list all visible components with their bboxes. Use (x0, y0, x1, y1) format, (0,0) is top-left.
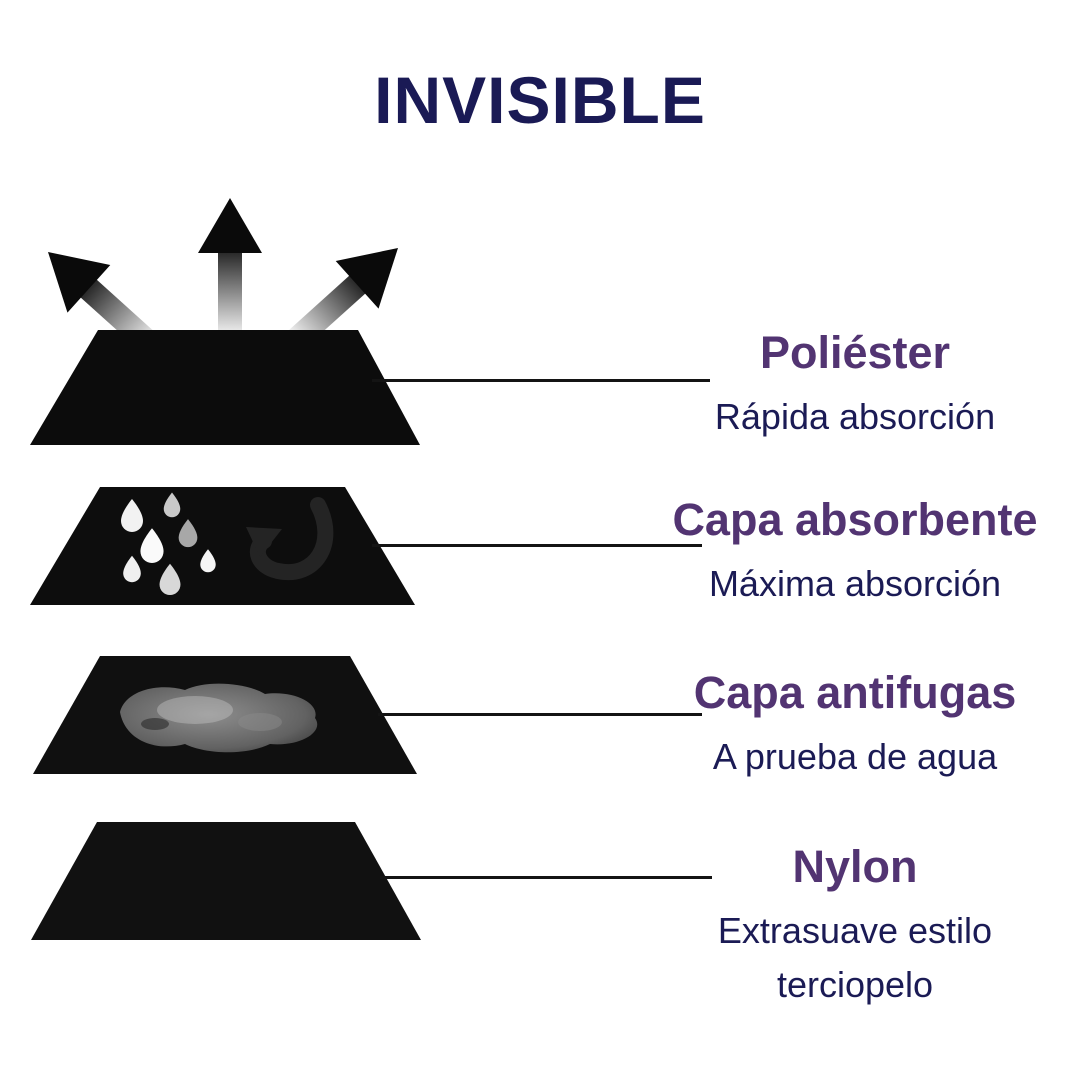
connector-line-leakproof (378, 713, 702, 716)
layer-desc: Máxima absorción (708, 562, 1002, 604)
connector-line-polyester (372, 379, 710, 382)
layer-label-absorbent: Capa absorbente Máxima absorción (645, 495, 1065, 611)
connector-line-nylon (380, 876, 712, 879)
leakproof-layer-graphic (33, 656, 417, 774)
connector-line-absorbent (372, 544, 702, 547)
polyester-layer-graphic (26, 198, 420, 445)
layer-desc: A prueba de agua (712, 735, 998, 777)
page-title: INVISIBLE (374, 63, 706, 137)
layer-name: Poliéster (759, 327, 951, 378)
layer-name: Capa absorbente (672, 494, 1038, 545)
layer-label-polyester: Poliéster Rápida absorción (645, 328, 1065, 444)
layer-label-nylon: Nylon Extrasuave estilo terciopelo (645, 842, 1065, 1012)
absorb-arrow-icon (246, 497, 334, 581)
layer-name: Nylon (792, 841, 918, 892)
layer-shape-nylon (31, 822, 421, 940)
layer-shape-polyester (30, 330, 420, 445)
layer-desc: Rápida absorción (714, 395, 996, 437)
nylon-layer-graphic (31, 822, 421, 940)
liquid-stain-icon (120, 683, 318, 753)
evaporation-arrow-up-icon (198, 198, 262, 340)
layer-shape-absorbent (30, 487, 415, 605)
layer-desc: Extrasuave estilo terciopelo (717, 909, 993, 1005)
layer-name: Capa antifugas (693, 667, 1017, 718)
layer-label-leakproof: Capa antifugas A prueba de agua (645, 668, 1065, 784)
absorbent-layer-graphic (30, 487, 415, 605)
